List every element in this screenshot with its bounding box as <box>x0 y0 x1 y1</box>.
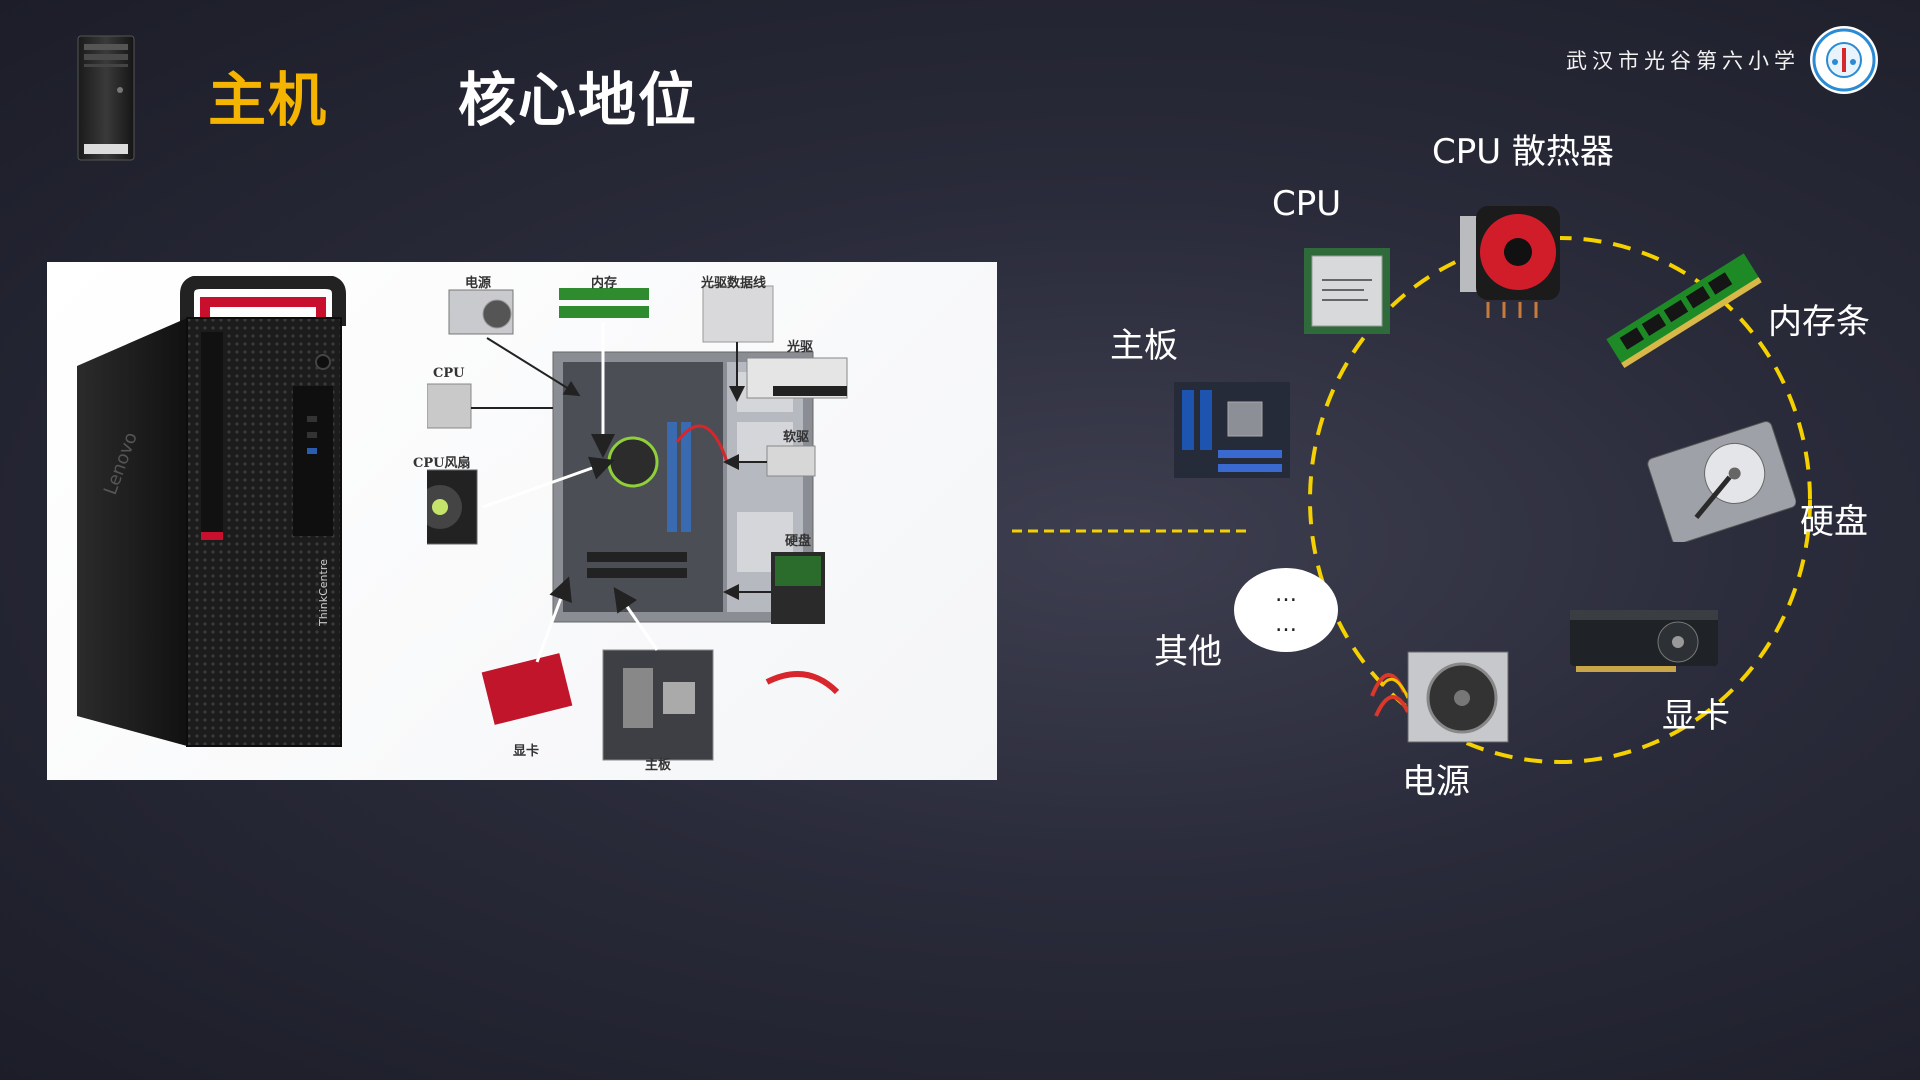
dashed-connector-line <box>1012 529 1252 533</box>
diagram-label-power: 电源 <box>465 276 492 291</box>
memory-stick-icon <box>1606 253 1762 369</box>
diagram-label-cpu: CPU <box>433 366 465 381</box>
motherboard-icon <box>1174 382 1290 478</box>
diagram-label-optical-cable: 光驱数据线 <box>701 276 767 291</box>
diagram-label-optical-drive: 光驱 <box>787 340 814 355</box>
page-title: 主机 <box>208 66 329 134</box>
label-psu: 电源 <box>1402 762 1470 802</box>
cpu-icon <box>1304 248 1390 334</box>
label-cpu-cooler: CPU 散热器 <box>1432 132 1614 172</box>
diagram-label-motherboard: 主板 <box>645 758 672 773</box>
diagram-label-gpu: 显卡 <box>513 744 540 759</box>
other-bubble-line2: … <box>1275 612 1297 637</box>
label-motherboard: 主板 <box>1110 326 1178 366</box>
page-subtitle: 核心地位 <box>458 66 699 134</box>
parts-diagram: 电源 内存 光驱数据线 光驱 CPU CPU风扇 软驱 硬盘 显卡 主板 <box>413 262 997 780</box>
school-name: 武汉市光谷第六小学 <box>1566 49 1800 73</box>
hard-disk-icon <box>1647 421 1796 542</box>
computer-tower-icon <box>77 35 135 161</box>
graphics-card-icon <box>1570 610 1718 672</box>
power-supply-icon <box>1370 651 1509 743</box>
other-bubble-line1: … <box>1275 582 1297 607</box>
diagram-label-memory: 内存 <box>591 276 618 291</box>
other-bubble: … … <box>1234 568 1338 652</box>
computer-photo-panel: ThinkCentre Lenovo <box>47 262 997 780</box>
parts-diagram-graphic <box>427 285 848 761</box>
label-gpu: 显卡 <box>1662 696 1730 736</box>
label-hdd: 硬盘 <box>1800 502 1868 542</box>
label-cpu: CPU <box>1272 184 1342 224</box>
label-memory: 内存条 <box>1768 302 1870 342</box>
tower-model-text: ThinkCentre <box>317 559 330 627</box>
diagram-label-floppy: 软驱 <box>783 430 810 445</box>
lenovo-tower-image: ThinkCentre Lenovo <box>77 276 346 747</box>
school-logo-icon <box>1810 26 1878 94</box>
label-other: 其他 <box>1154 632 1222 672</box>
diagram-label-hdd: 硬盘 <box>785 534 812 549</box>
cpu-cooler-icon <box>1460 206 1560 318</box>
diagram-label-cpu-fan: CPU风扇 <box>413 456 471 471</box>
